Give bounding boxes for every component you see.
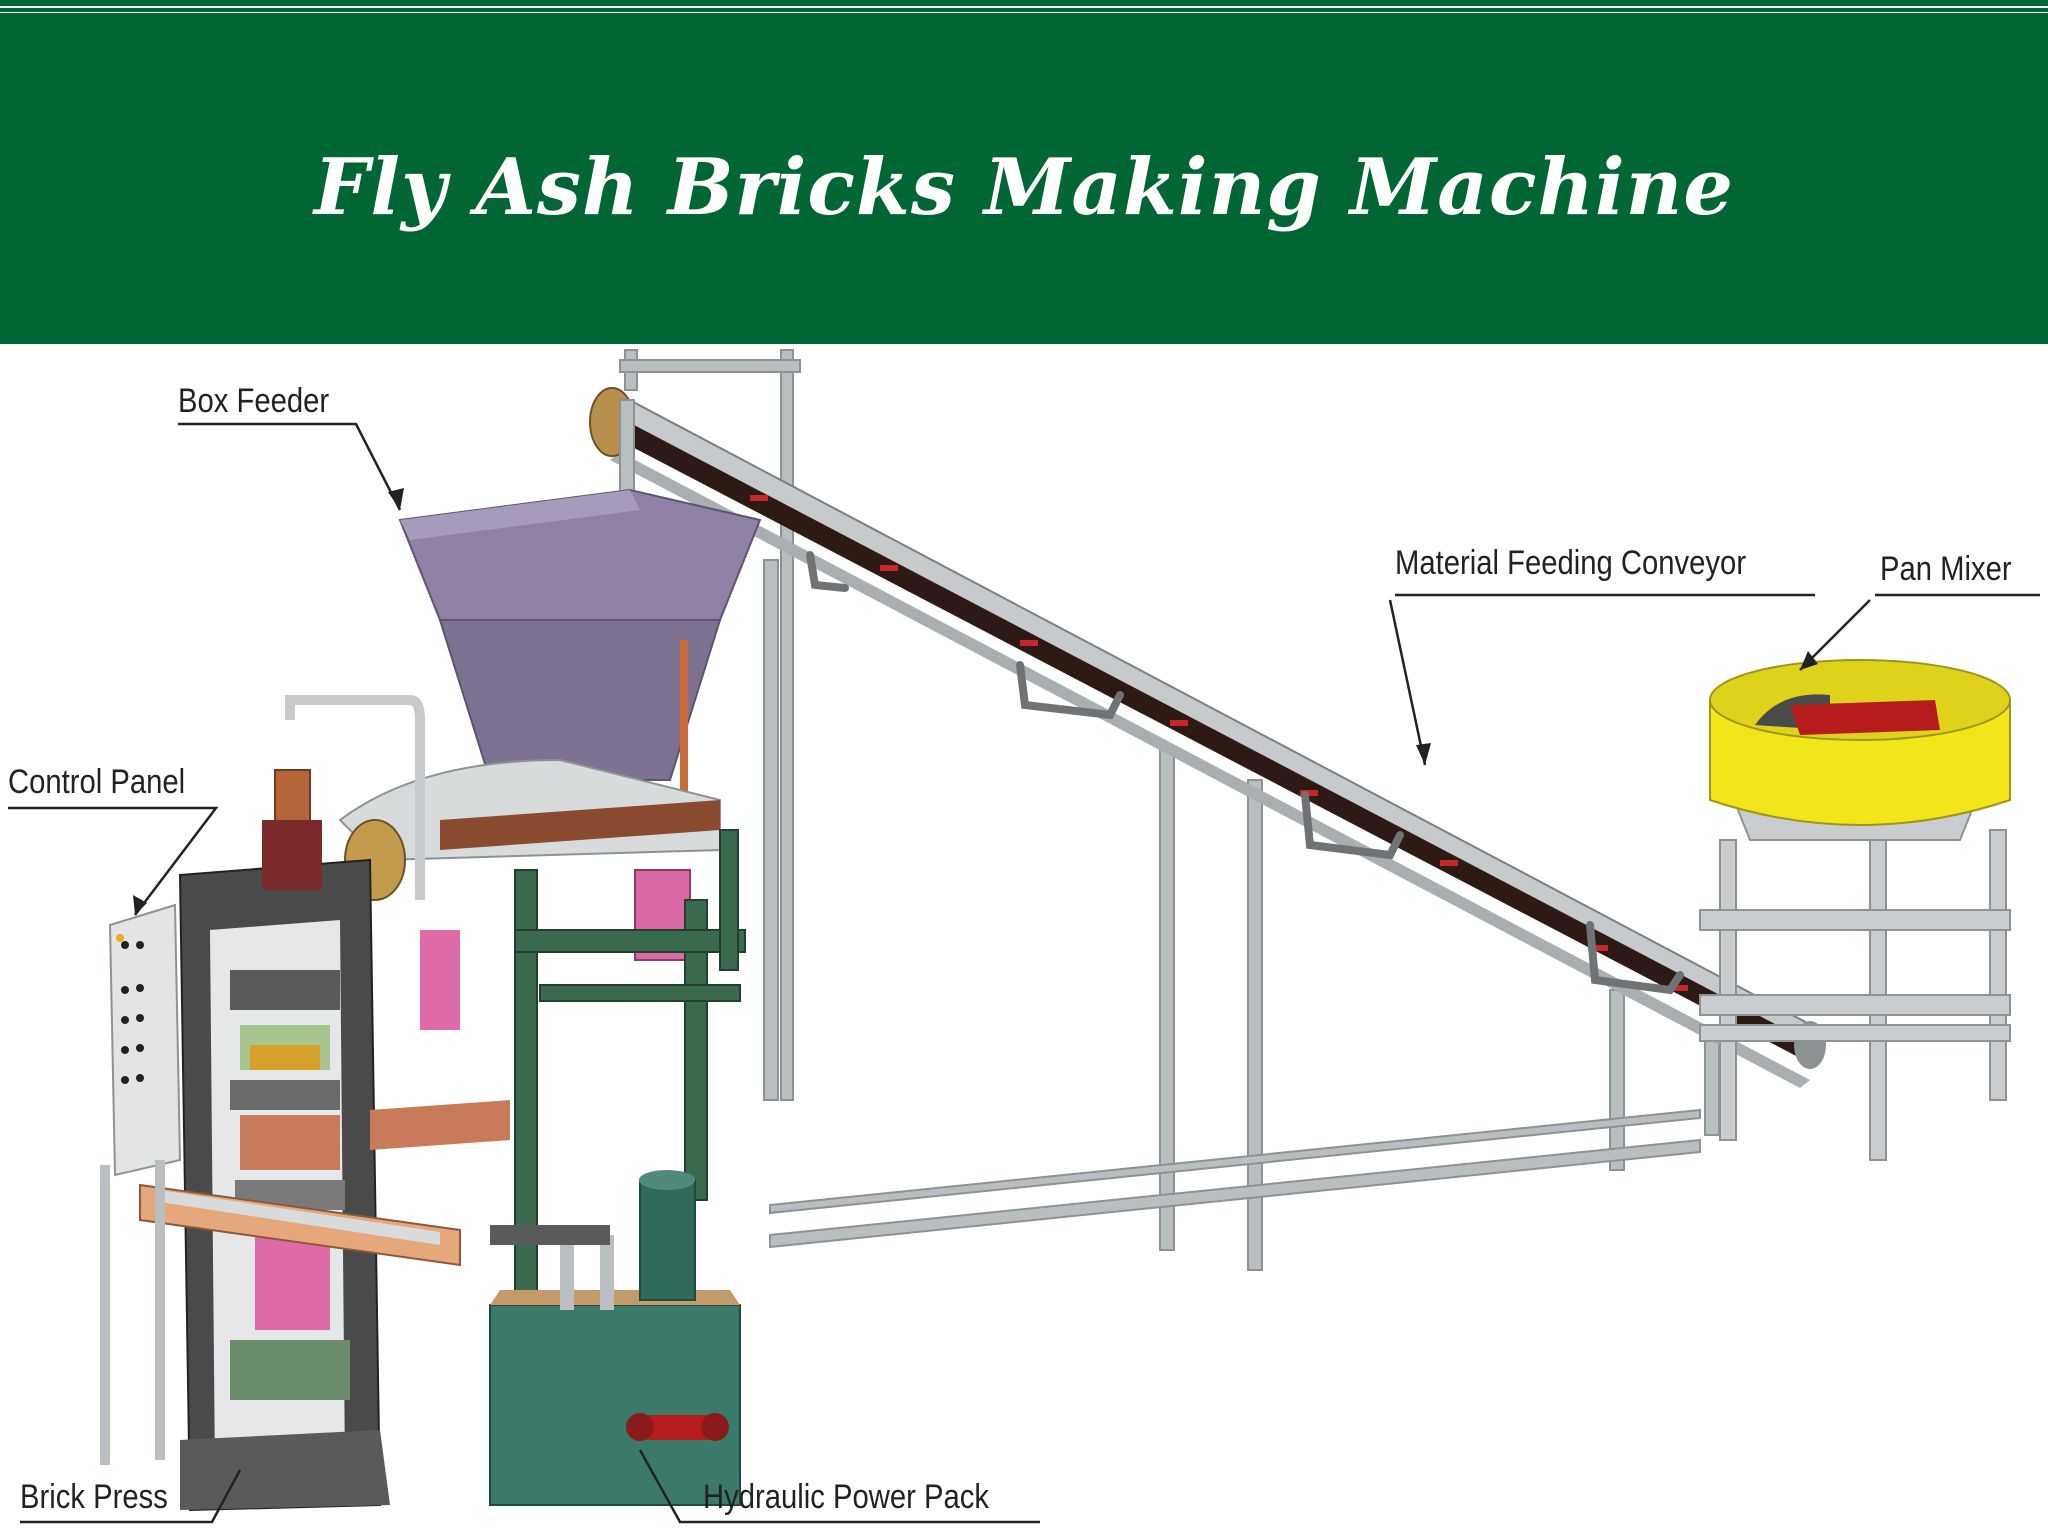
feeder-chute	[338, 758, 721, 961]
green-support-frame	[514, 829, 746, 1321]
brick-press	[178, 695, 510, 1512]
leader-lines	[8, 422, 2040, 1524]
brick-output-conveyor	[139, 1183, 461, 1267]
box-feeder	[398, 399, 762, 840]
machine-diagram	[8, 349, 2040, 1524]
page-title: Fly Ash Bricks Making Machine	[313, 142, 1735, 233]
brick-press-label: Brick Press	[20, 1478, 168, 1516]
hydraulic-power-pack	[489, 1170, 741, 1506]
conveyor-frame	[619, 349, 1720, 1271]
control-panel	[100, 903, 182, 1465]
banner-rule	[0, 12, 2048, 13]
hydraulic-power-pack-label: Hydraulic Power Pack	[703, 1478, 990, 1516]
pan-mixer-label: Pan Mixer	[1880, 550, 2012, 588]
material-feeding-conveyor	[589, 387, 1832, 1088]
control-panel-label: Control Panel	[8, 763, 186, 801]
box-feeder-label: Box Feeder	[178, 382, 330, 420]
material-feeding-conveyor-label: Material Feeding Conveyor	[1395, 544, 1747, 582]
title-banner: Fly Ash Bricks Making Machine	[0, 0, 2048, 344]
pan-mixer	[1699, 659, 2011, 1161]
banner-rule	[0, 6, 2048, 8]
leader-arrowheads	[133, 488, 1818, 915]
